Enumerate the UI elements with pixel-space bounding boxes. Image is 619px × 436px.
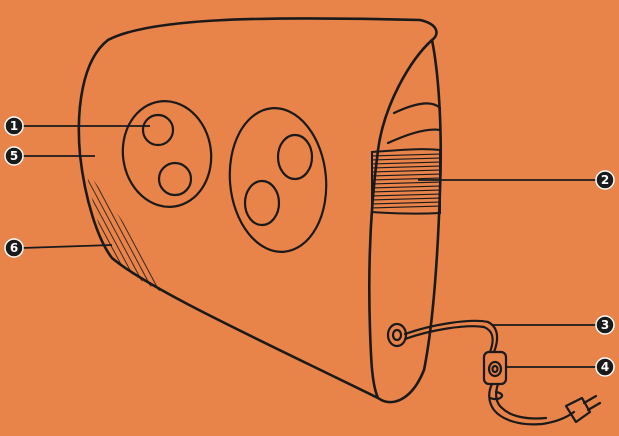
callout-marker-2: 2 [596, 171, 614, 189]
callout-marker-1: 1 [5, 117, 23, 135]
side-mesh-hatching [30, 150, 188, 300]
callout-marker-6: 6 [5, 239, 23, 257]
callout-marker-5: 5 [5, 147, 23, 165]
svg-text:5: 5 [10, 149, 18, 163]
svg-text:1: 1 [10, 119, 18, 133]
side-handle-slot [388, 103, 440, 143]
callout-marker-3: 3 [596, 316, 614, 334]
cushion-body [79, 18, 441, 402]
leader-line-6 [22, 245, 112, 248]
svg-text:2: 2 [601, 173, 609, 187]
massage-node-upper-right [278, 135, 312, 179]
massage-node-upper-left [143, 115, 173, 145]
side-vent-grille [370, 149, 442, 213]
power-socket [388, 324, 406, 346]
svg-text:6: 6 [10, 241, 18, 255]
massage-node-lower-left [159, 163, 191, 195]
callout-marker-4: 4 [596, 358, 614, 376]
power-plug [566, 396, 600, 422]
massage-node-plate-right [224, 104, 332, 256]
inline-power-switch [484, 352, 506, 384]
massage-node-plate-left [116, 95, 218, 212]
massage-node-lower-right [245, 181, 279, 225]
callout-leader-lines [22, 126, 596, 367]
svg-text:3: 3 [601, 318, 609, 332]
svg-text:4: 4 [601, 360, 609, 374]
